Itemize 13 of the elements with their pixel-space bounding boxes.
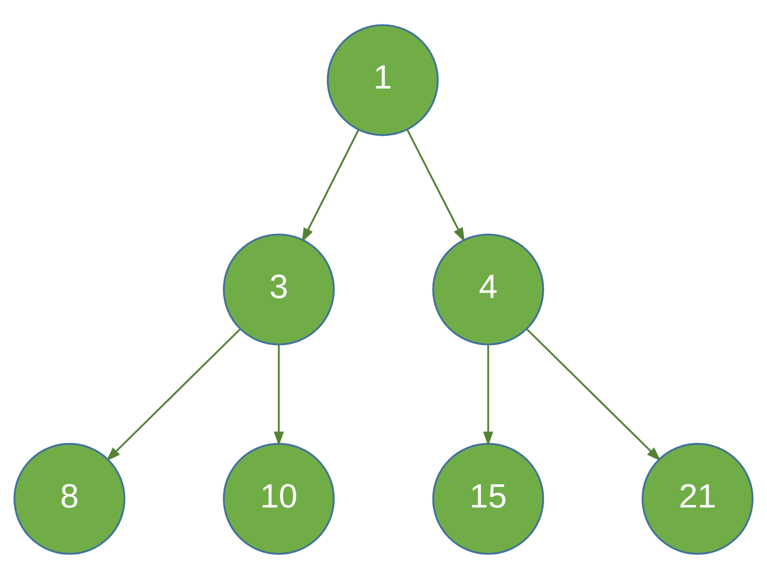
arrow (106, 328, 241, 462)
arrow (526, 328, 661, 462)
arrow (406, 129, 465, 242)
arrow (274, 344, 284, 446)
node-circle: 4 (432, 234, 544, 346)
node-circle: 15 (432, 442, 544, 555)
node-circle: 21 (642, 442, 754, 555)
arrow (302, 130, 360, 242)
arrow (483, 344, 494, 446)
node-circle: 10 (222, 442, 335, 555)
node-circle: 8 (14, 442, 126, 555)
node-circle: 1 (326, 24, 439, 136)
node-circle: 3 (222, 234, 335, 346)
